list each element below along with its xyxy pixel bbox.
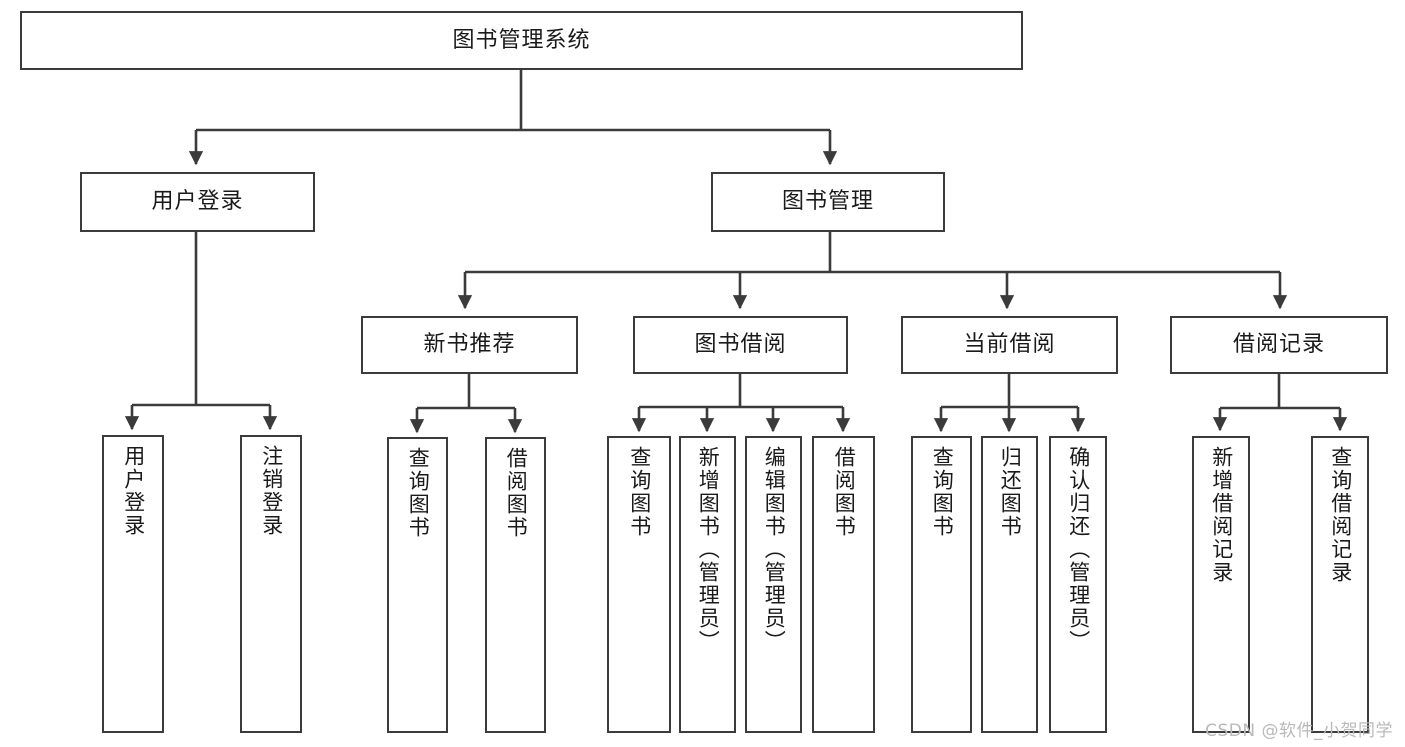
node-leaf-add-record-label: 新增借阅记录 (1209, 446, 1234, 584)
node-leaf-user-login[interactable]: 用户登录 (102, 435, 164, 733)
csdn-watermark: CSDN @软件_小贺同学 (1205, 721, 1393, 741)
node-leaf-query-book-2-label: 查询图书 (627, 446, 652, 538)
node-user-login[interactable]: 用户登录 (80, 172, 315, 232)
node-leaf-borrow-book-1[interactable]: 借阅图书 (485, 437, 546, 733)
node-root[interactable]: 图书管理系统 (20, 11, 1023, 70)
node-leaf-borrow-book-1-label: 借阅图书 (504, 447, 529, 539)
node-new-book-recommend-label: 新书推荐 (423, 332, 516, 358)
node-leaf-add-book[interactable]: 新增图书（管理员） (679, 436, 736, 733)
node-leaf-user-logout[interactable]: 注销登录 (240, 435, 302, 733)
node-leaf-borrow-book-2-label: 借阅图书 (832, 446, 857, 538)
node-leaf-borrow-book-2[interactable]: 借阅图书 (812, 436, 875, 733)
node-book-borrow-label: 图书借阅 (694, 332, 787, 358)
node-leaf-query-record-label: 查询借阅记录 (1328, 446, 1353, 584)
node-book-borrow[interactable]: 图书借阅 (633, 316, 848, 374)
node-borrow-record[interactable]: 借阅记录 (1170, 316, 1388, 374)
node-leaf-add-book-label: 新增图书（管理员） (696, 446, 721, 653)
node-leaf-query-record[interactable]: 查询借阅记录 (1311, 436, 1369, 733)
node-leaf-query-book-3[interactable]: 查询图书 (911, 436, 972, 733)
node-leaf-edit-book-label: 编辑图书（管理员） (762, 446, 787, 653)
node-leaf-add-record[interactable]: 新增借阅记录 (1192, 436, 1250, 733)
node-leaf-return-book-label: 归还图书 (998, 446, 1023, 538)
node-borrow-record-label: 借阅记录 (1232, 332, 1325, 358)
node-leaf-return-book[interactable]: 归还图书 (981, 436, 1038, 733)
node-new-book-recommend[interactable]: 新书推荐 (361, 316, 578, 374)
node-leaf-query-book-3-label: 查询图书 (930, 446, 955, 538)
node-leaf-query-book-1[interactable]: 查询图书 (387, 437, 448, 733)
node-leaf-query-book-1-label: 查询图书 (406, 447, 431, 539)
node-book-manage[interactable]: 图书管理 (711, 172, 945, 232)
node-root-label: 图书管理系统 (452, 27, 591, 53)
node-leaf-user-logout-label: 注销登录 (259, 445, 284, 537)
node-leaf-edit-book[interactable]: 编辑图书（管理员） (745, 436, 802, 733)
node-leaf-query-book-2[interactable]: 查询图书 (607, 436, 671, 733)
node-book-manage-label: 图书管理 (781, 189, 874, 215)
node-leaf-user-login-label: 用户登录 (121, 445, 146, 537)
node-user-login-label: 用户登录 (151, 189, 244, 215)
node-current-borrow[interactable]: 当前借阅 (901, 316, 1118, 374)
node-leaf-confirm-return-label: 确认归还（管理员） (1066, 446, 1091, 653)
node-leaf-confirm-return[interactable]: 确认归还（管理员） (1049, 436, 1107, 733)
node-current-borrow-label: 当前借阅 (963, 332, 1056, 358)
